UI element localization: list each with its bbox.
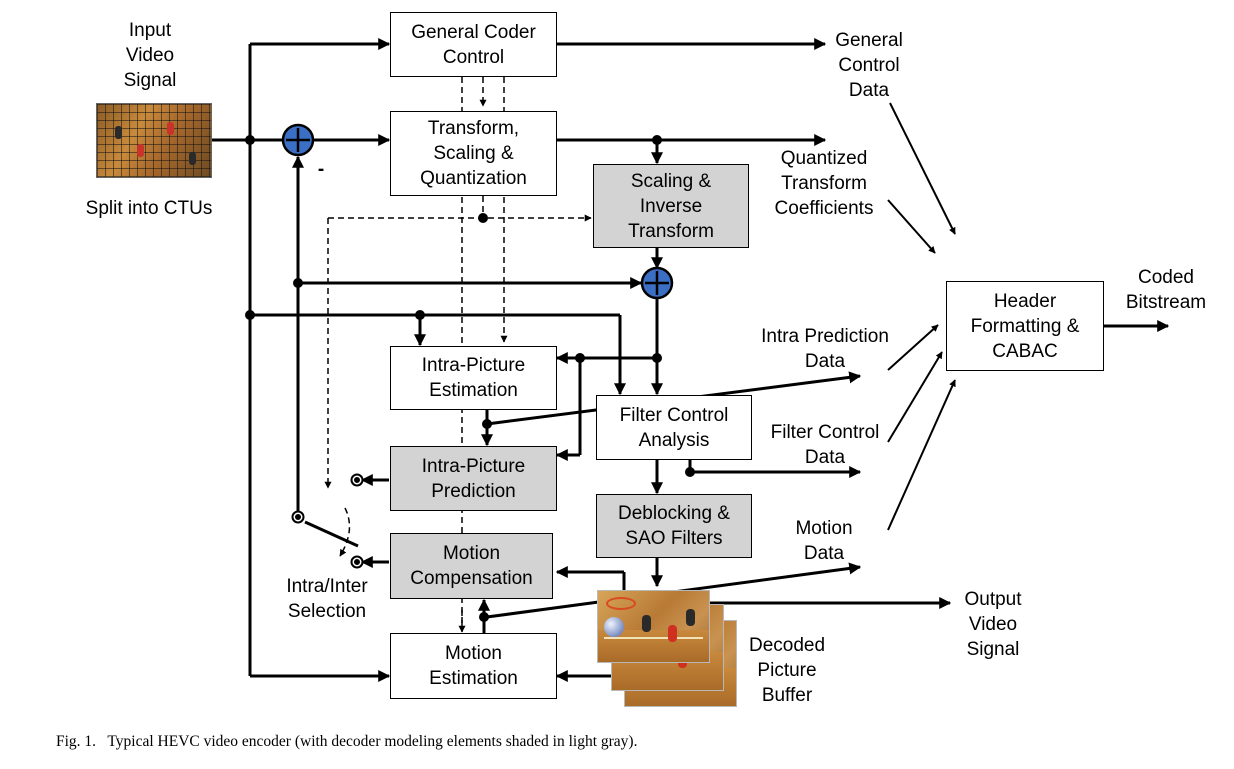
subtractor-node-icon: [281, 123, 315, 157]
adder-node-icon: [640, 266, 674, 300]
general-control-data-label: General Control Data: [835, 30, 903, 101]
header-formatting-cabac-block: Header Formatting & CABAC: [946, 281, 1104, 371]
motion-estimation-block: Motion Estimation: [390, 633, 557, 699]
junction-dot: [652, 353, 662, 363]
intra-prediction-data-label: Intra Prediction Data: [761, 326, 889, 372]
minus-sign-label: -: [317, 159, 325, 180]
junction-dot: [478, 213, 488, 223]
input-video-thumbnail: [96, 103, 212, 178]
output-video-signal-label: Output Video Signal: [964, 589, 1022, 660]
coded-bitstream-label: Coded Bitstream: [1125, 267, 1207, 313]
junction-dot: [245, 135, 255, 145]
motion-data-label: Motion Data: [795, 518, 853, 564]
intra-picture-estimation-block: Intra-Picture Estimation: [390, 346, 557, 410]
intra-inter-selection-label: Intra/Inter Selection: [286, 576, 368, 622]
scaling-inverse-transform-block: Scaling & Inverse Transform: [593, 164, 749, 248]
intra-picture-prediction-block: Intra-Picture Prediction: [390, 446, 557, 511]
transform-scaling-quantization-block: Transform, Scaling & Quantization: [390, 111, 557, 196]
general-coder-control-block: General Coder Control: [390, 12, 557, 77]
input-video-signal-label: Input Video Signal: [123, 20, 177, 91]
junction-dot: [245, 310, 255, 320]
deblocking-sao-filters-block: Deblocking & SAO Filters: [596, 494, 752, 558]
filter-control-data-label: Filter Control Data: [770, 422, 880, 468]
split-into-ctus-label: Split into CTUs: [85, 198, 213, 219]
junction-dot: [575, 353, 585, 363]
filter-control-analysis-block: Filter Control Analysis: [596, 395, 752, 460]
junction-dot: [482, 419, 492, 429]
decoded-picture-frame: [597, 590, 710, 663]
figure-caption: Fig. 1. Typical HEVC video encoder (with…: [56, 733, 638, 750]
decoded-picture-buffer-label: Decoded Picture Buffer: [748, 635, 826, 706]
switch-lever: [304, 520, 359, 548]
junction-dot: [652, 135, 662, 145]
junction-dot: [685, 467, 695, 477]
junction-dot: [479, 612, 489, 622]
junction-dot: [293, 278, 303, 288]
motion-compensation-block: Motion Compensation: [390, 533, 553, 599]
quantized-transform-coefficients-label: Quantized Transform Coefficients: [774, 148, 874, 219]
junction-dot: [415, 310, 425, 320]
